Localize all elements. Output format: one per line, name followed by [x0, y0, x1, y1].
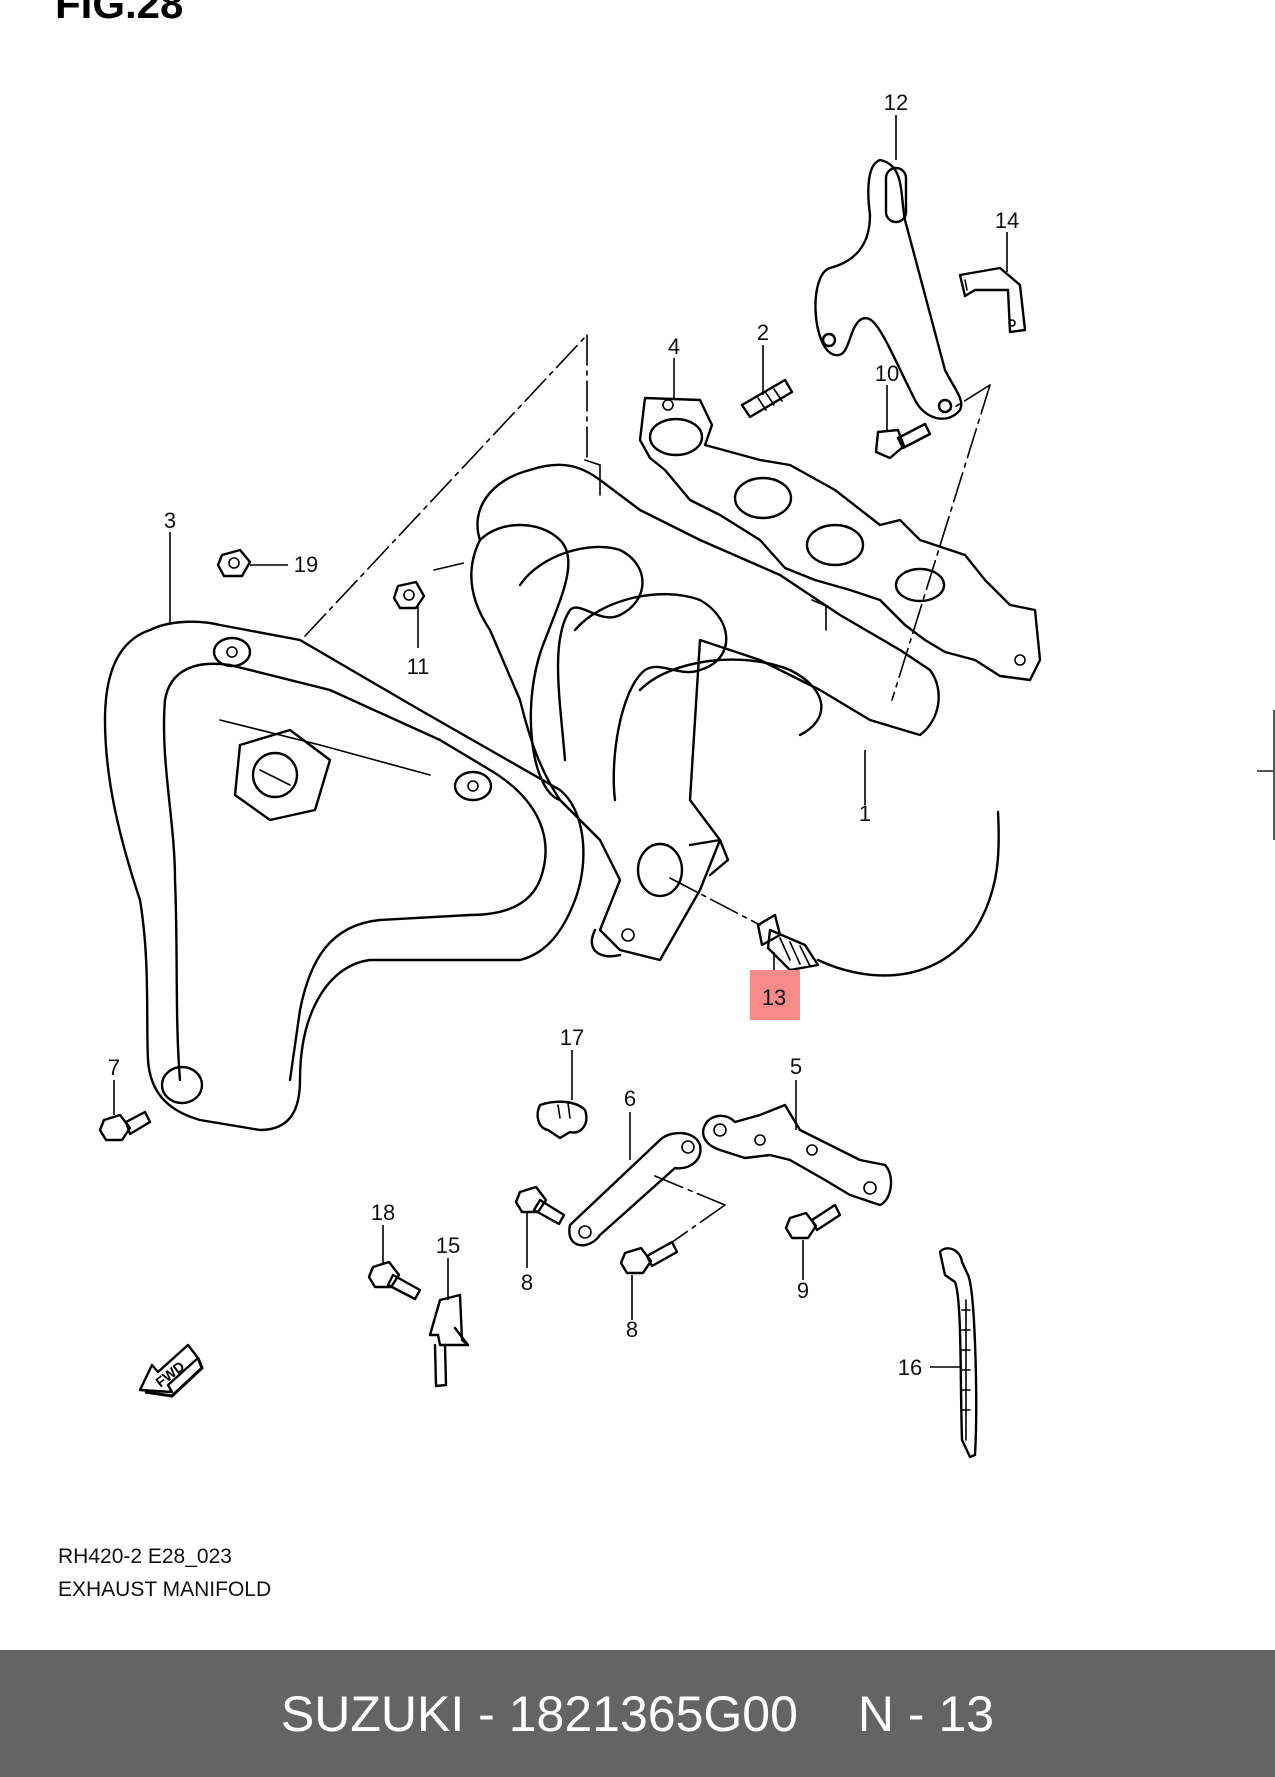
callout-19: 19	[294, 552, 318, 577]
callout-14: 14	[995, 208, 1019, 233]
part-8-bolt-a	[514, 1185, 566, 1226]
callout-7: 7	[108, 1055, 120, 1080]
figure-title: FIG.28	[55, 0, 184, 27]
callout-8a: 8	[521, 1270, 533, 1295]
part-16-cable-tie	[938, 1247, 978, 1459]
fwd-arrow-icon: FWD	[138, 1343, 204, 1398]
part-7-bolt	[98, 1110, 152, 1142]
callout-5: 5	[790, 1054, 802, 1079]
callout-1: 1	[859, 801, 871, 826]
callout-3: 3	[164, 508, 176, 533]
part-6-stay	[568, 1131, 702, 1247]
leader-lines	[113, 115, 1008, 1368]
callout-8b: 8	[626, 1317, 638, 1342]
footer-ref: N - 13	[857, 1685, 995, 1742]
callout-17: 17	[560, 1025, 584, 1050]
callout-13-highlight	[750, 970, 800, 1020]
part-4-gasket	[638, 396, 1042, 682]
callout-18: 18	[371, 1200, 395, 1225]
edge-divider	[1273, 710, 1275, 840]
part-11-nut	[392, 580, 426, 610]
callout-12: 12	[884, 90, 908, 115]
footer-dash: -	[478, 1685, 495, 1742]
part-9-bolt	[784, 1203, 842, 1240]
part-19-nut	[216, 548, 252, 578]
diagram-name: EXHAUST MANIFOLD	[58, 1578, 272, 1601]
part-12-bracket	[814, 158, 963, 420]
callout-10: 10	[875, 361, 899, 386]
edge-tick	[1257, 770, 1275, 772]
callout-11: 11	[407, 654, 430, 679]
footer-part-number: 1821365G00	[508, 1685, 798, 1742]
part-17-clamp	[536, 1100, 588, 1140]
part-15-clip	[428, 1293, 470, 1388]
part-18-bolt	[367, 1260, 422, 1301]
part-1-exhaust-manifold	[470, 459, 940, 962]
part-8-bolt-b	[619, 1240, 679, 1275]
part-14-clip	[958, 266, 1027, 334]
callout-4: 4	[668, 334, 680, 359]
callout-labels: 12 14 4 2 10 3 19 11 1 13 7 17 5 6 18 15…	[108, 90, 1019, 1380]
exploded-parts-diagram: 12 14 4 2 10 3 19 11 1 13 7 17 5 6 18 15…	[98, 90, 1042, 1459]
diagram-code: RH420-2 E28_023	[58, 1545, 232, 1568]
callout-2: 2	[757, 320, 769, 345]
callout-15: 15	[436, 1233, 460, 1258]
callout-6: 6	[624, 1086, 636, 1111]
part-5-bracket	[701, 1103, 893, 1207]
callout-16: 16	[898, 1355, 922, 1380]
footer-brand: SUZUKI	[280, 1685, 465, 1742]
part-2-stud	[740, 378, 794, 419]
part-3-heat-shield	[103, 620, 585, 1132]
callout-9: 9	[797, 1278, 809, 1303]
callout-13: 13	[762, 985, 786, 1010]
part-10-bolt	[874, 422, 932, 460]
part-13-oxygen-sensor	[756, 810, 1000, 977]
part-footer: SUZUKI - 1821365G00 N - 13	[0, 1650, 1275, 1777]
